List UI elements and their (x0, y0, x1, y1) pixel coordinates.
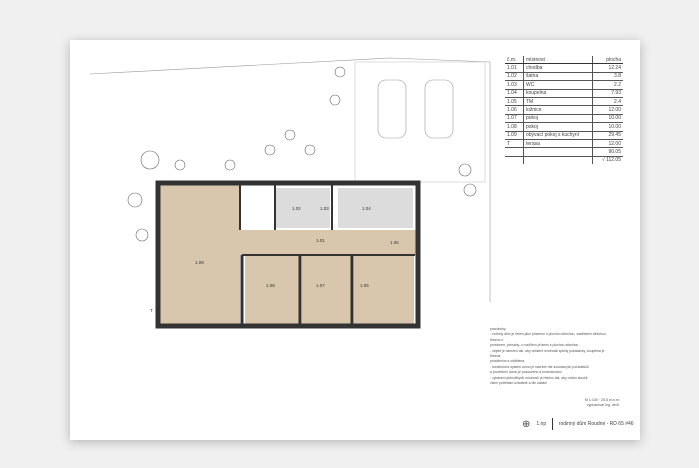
walls (155, 180, 421, 329)
trees (127, 66, 477, 242)
note-line: - rodinný dům je řešen jako přízemní s p… (490, 332, 606, 342)
notes: poznámky: - rodinný dům je řešen jako př… (490, 327, 615, 386)
title-block: ⊕ 1.np rodinný dům Roudné - RD 65 #46 (522, 418, 634, 430)
site-boundary (89, 57, 491, 302)
drawing-sheet: 1.09 1.01 1.02 1.03 1.04 1.05 1.06 1.07 … (70, 40, 640, 440)
room-label: 1.02 (292, 206, 301, 211)
wardrobe-floor (275, 188, 330, 228)
note-line: - konstrukční systém domu je navržen dle… (490, 364, 589, 369)
room-label: 1.03 (320, 206, 329, 211)
room-107-floor (302, 255, 352, 325)
room-label: 1.08 (266, 283, 275, 288)
note-line: prostorem, přesahy, v rozšíření přízemí … (490, 343, 579, 348)
living-room-floor (160, 185, 240, 325)
note-line: - vybavení jednotlivých místností je řeš… (490, 375, 588, 380)
room-label: 1.06 (360, 283, 369, 288)
room-label: 1.04 (362, 206, 371, 211)
room-label: 1.05 (390, 240, 399, 245)
note-line: všem potřebám uživatele a dle zadání (490, 381, 548, 386)
room-label: 1.09 (195, 260, 204, 265)
room-106-floor (354, 255, 414, 325)
note-line: a provedení domu je posouzeno a kontrolo… (490, 370, 562, 375)
table-header: č.m. místnost plocha (505, 56, 623, 65)
table-total: 90.05 (505, 147, 623, 157)
room-108-floor (245, 255, 300, 325)
room-label: T (150, 308, 153, 313)
bathroom-floor (338, 188, 413, 228)
car-icon (424, 79, 454, 139)
room-label: 1.07 (316, 283, 325, 288)
car-icon (377, 79, 407, 139)
note-line: prosklením a oddělena (490, 359, 525, 364)
room-label: 1.01 (316, 238, 325, 243)
hallway-floor (240, 230, 420, 255)
floor-plan (89, 57, 491, 329)
drawing-meta: M 1:100 · 25.5 m.n.m. vypracoval Ing. ar… (584, 398, 620, 407)
north-arrow-icon: ⊕ (522, 418, 531, 430)
note-line: - objekt je navržen tak, aby veškeré mís… (490, 348, 605, 359)
